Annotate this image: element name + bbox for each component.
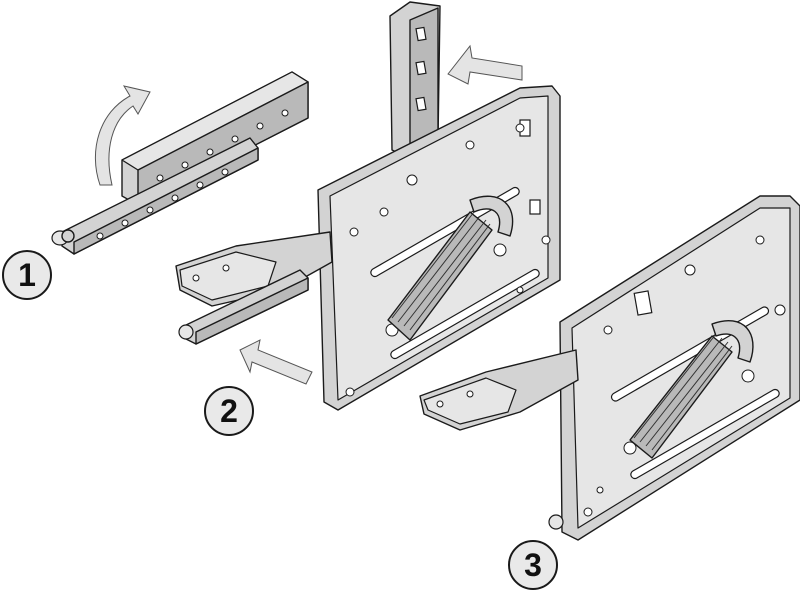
spring [387,195,514,341]
step2-assembly [175,1,561,411]
rotate-arrow-icon [94,85,151,186]
step3-assembly [419,195,800,541]
step-3-label: 3 [524,546,542,583]
step-1-label: 1 [18,256,36,293]
step-1-badge: 1 [2,250,52,300]
strip-holes [156,109,289,182]
step1-cover-strip [51,71,309,255]
insert-arrow-icon [447,44,523,85]
step-3-badge: 3 [508,540,558,590]
step-2-label: 2 [220,392,238,429]
step-2-badge: 2 [204,386,254,436]
push-arrow-icon [239,339,313,385]
